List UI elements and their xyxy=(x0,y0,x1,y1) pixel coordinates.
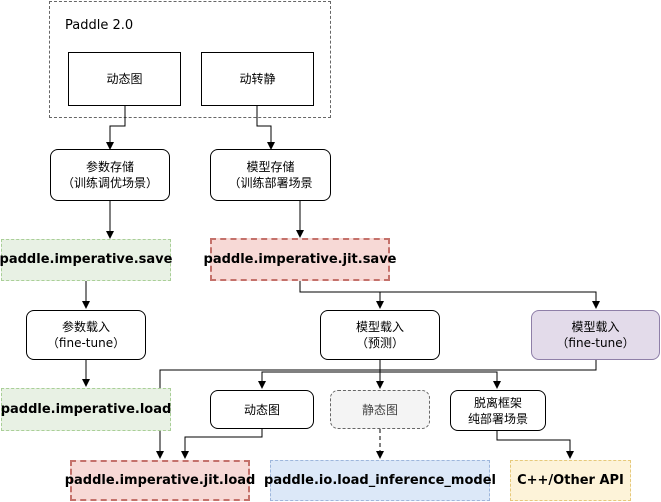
model-load-predict-node: 模型载入 （预测） xyxy=(320,310,440,360)
dy2static-node: 动转静 xyxy=(201,52,314,106)
param-load-line2: （fine-tune） xyxy=(46,336,126,350)
standalone-line1: 脱离框架 xyxy=(473,395,522,410)
model-load-finetune-line2: （fine-tune） xyxy=(556,336,635,350)
dygraph-node-bottom: 动态图 xyxy=(210,390,314,429)
edge-jit-save-to-model-load-finetune xyxy=(380,291,600,309)
param-save-line1: 参数存储 xyxy=(85,160,134,174)
edge-dygraph-to-jit-load xyxy=(181,429,263,459)
other-api-node: C++/Other API xyxy=(510,460,631,501)
model-save-node: 模型存储 （训练部署场景 xyxy=(210,149,331,201)
model-save-line1: 模型存储 xyxy=(246,160,295,174)
imperative-save-node: paddle.imperative.save xyxy=(0,239,173,281)
param-load-line1: 参数载入 xyxy=(61,320,110,334)
standalone-deploy-node: 脱离框架 纯部署场景 xyxy=(450,390,546,431)
static-graph-node: 静态图 xyxy=(330,390,430,429)
static-graph-label: 静态图 xyxy=(361,402,398,417)
edge-standalone-to-other-api xyxy=(496,431,574,459)
dy2static-node-label: 动转静 xyxy=(239,72,276,86)
standalone-line2: 纯部署场景 xyxy=(467,411,528,426)
model-load-predict-line2: （预测） xyxy=(355,336,404,350)
jit-load-label: paddle.imperative.jit.load xyxy=(64,472,256,488)
edge-model-load-predict-to-dygraph xyxy=(258,360,381,389)
param-save-line2: （训练调优场景） xyxy=(61,176,158,190)
jit-save-label: paddle.imperative.jit.save xyxy=(203,251,397,267)
imperative-load-node: paddle.imperative.load xyxy=(1,388,171,431)
param-save-node: 参数存储 （训练调优场景） xyxy=(50,149,170,201)
group-label: Paddle 2.0 xyxy=(65,18,134,33)
jit-save-node: paddle.imperative.jit.save xyxy=(204,238,397,281)
edge-dy2static-to-model-save xyxy=(256,106,275,150)
param-load-node: 参数载入 （fine-tune） xyxy=(26,310,146,360)
model-save-line2: （训练部署场景 xyxy=(228,176,313,190)
model-load-finetune-line1: 模型载入 xyxy=(571,320,620,334)
dygraph-node-top-label: 动态图 xyxy=(106,72,143,86)
dygraph-node-bottom-label: 动态图 xyxy=(243,402,280,417)
paddle-2-0-group xyxy=(49,1,331,118)
jit-load-node: paddle.imperative.jit.load xyxy=(65,460,255,501)
load-inference-model-label: paddle.io.load_inference_model xyxy=(264,472,496,488)
load-inference-model-node: paddle.io.load_inference_model xyxy=(264,460,496,501)
edge-dygraph-to-param-save xyxy=(106,106,126,150)
model-load-predict-line1: 模型载入 xyxy=(355,320,404,334)
imperative-save-label: paddle.imperative.save xyxy=(0,252,173,267)
dygraph-node-top: 动态图 xyxy=(68,52,181,106)
edge-model-load-predict-to-standalone xyxy=(380,371,501,389)
model-load-finetune-node: 模型载入 （fine-tune） xyxy=(531,310,660,360)
other-api-label: C++/Other API xyxy=(517,472,624,488)
edge-jit-save-to-model-load-predict xyxy=(299,281,384,309)
imperative-load-label: paddle.imperative.load xyxy=(0,401,172,417)
